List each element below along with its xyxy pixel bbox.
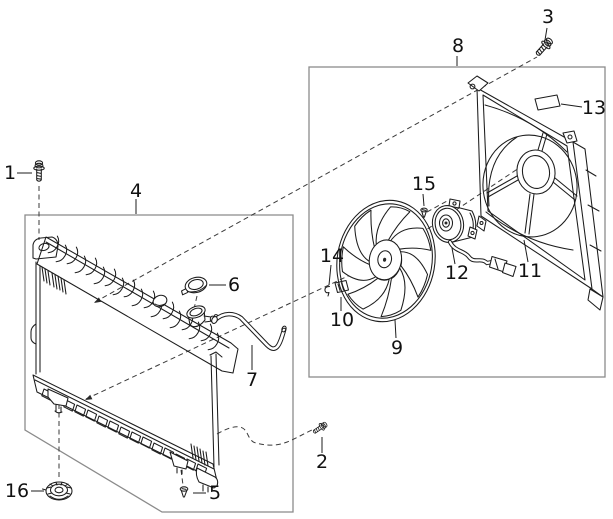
fan-motor-drawing — [431, 198, 478, 243]
screw-15-drawing — [420, 207, 428, 218]
radiator-drawing — [30, 235, 239, 493]
callout-2[interactable]: 2 — [316, 451, 328, 473]
assembly-dashed-lines — [38, 56, 538, 486]
callout-5[interactable]: 5 — [209, 482, 221, 504]
radiator-upper-bracket — [32, 236, 59, 260]
arrowhead — [94, 297, 102, 303]
grommet-drawing — [41, 481, 73, 501]
fan-blade-drawing — [327, 190, 446, 329]
callout-13[interactable]: 13 — [582, 97, 606, 119]
callout-14[interactable]: 14 — [320, 245, 344, 267]
caution-label-drawing — [534, 94, 561, 111]
motor-wire-connector-drawing — [447, 239, 517, 278]
callout-3[interactable]: 3 — [542, 6, 554, 28]
radiator-lower-tank — [32, 374, 219, 493]
callout-4[interactable]: 4 — [130, 180, 142, 202]
bolt-2-drawing — [311, 420, 329, 436]
radiator-cap-drawing — [181, 276, 208, 296]
callout-10[interactable]: 10 — [330, 309, 354, 331]
callout-11[interactable]: 11 — [518, 260, 542, 282]
screw-5-drawing — [179, 486, 189, 498]
clip-drawing — [324, 285, 331, 297]
radiator-side-plate — [209, 351, 223, 468]
callout-7[interactable]: 7 — [246, 369, 258, 391]
callout-1[interactable]: 1 — [4, 162, 16, 184]
callout-9[interactable]: 9 — [391, 337, 403, 359]
callout-8[interactable]: 8 — [452, 35, 464, 57]
callout-12[interactable]: 12 — [445, 262, 469, 284]
radiator-core — [30, 261, 209, 467]
callout-15[interactable]: 15 — [412, 173, 436, 195]
radiator-assembly-box — [24, 214, 294, 513]
callout-6[interactable]: 6 — [228, 274, 240, 296]
leader-lines — [17, 27, 583, 494]
fan-assembly-box — [308, 66, 606, 378]
arrowhead — [85, 394, 93, 400]
fan-shroud-drawing — [467, 75, 604, 311]
bolt-1-drawing — [33, 160, 45, 182]
callout-16[interactable]: 16 — [5, 480, 29, 502]
overflow-hose-drawing — [211, 311, 287, 352]
bolt-3-drawing — [532, 35, 556, 59]
radiator-upper-tank — [36, 235, 239, 374]
